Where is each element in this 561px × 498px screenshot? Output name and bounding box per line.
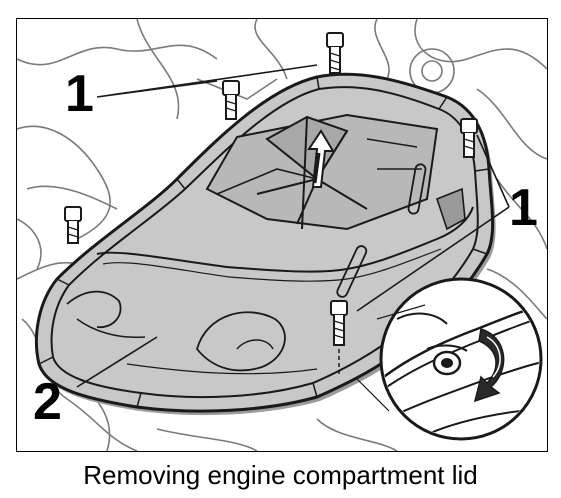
bolt-icon — [222, 80, 240, 120]
detail-magnifier — [356, 277, 543, 441]
rotate-arrow-icon — [473, 328, 505, 403]
bolt-icon — [460, 118, 478, 158]
figure-caption: Removing engine compartment lid — [83, 460, 478, 490]
diagram-figure: 1 1 2 — [16, 18, 548, 452]
bolt-icon — [64, 206, 82, 244]
callout-label: 1 — [509, 179, 538, 237]
callout-label: 1 — [65, 65, 94, 123]
leader-lines — [76, 64, 510, 388]
lift-arrow-icon — [307, 129, 335, 188]
bolt-icon — [326, 32, 344, 74]
bolt-icon — [330, 300, 348, 375]
callout-label: 2 — [33, 373, 62, 431]
